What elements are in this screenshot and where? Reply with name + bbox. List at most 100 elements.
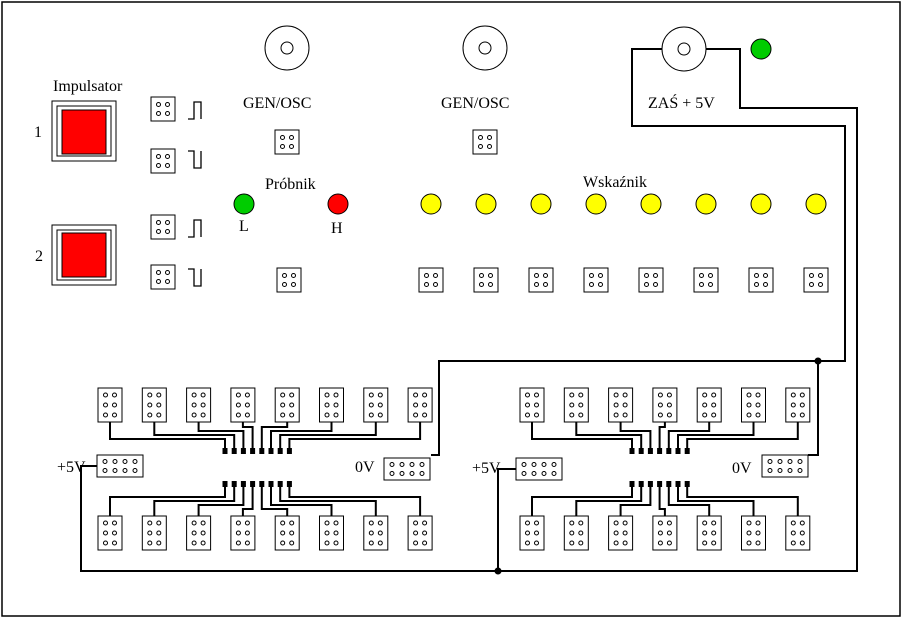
left-top-socket[interactable] [319, 387, 344, 423]
chip-pin [657, 448, 663, 454]
chip-pin [240, 481, 246, 487]
left-top-socket[interactable] [230, 387, 256, 423]
gen-osc-1-connector[interactable] [264, 25, 310, 71]
chip-wire [241, 484, 254, 516]
chip-pin [629, 448, 635, 454]
left-top-socket[interactable] [141, 387, 167, 423]
chip-wire [279, 422, 377, 451]
chip-wire [270, 422, 333, 451]
impulse-button-2[interactable] [51, 224, 117, 286]
chip-pin [684, 448, 690, 454]
power-connector[interactable] [661, 26, 707, 72]
indicator-socket[interactable] [693, 267, 719, 293]
left-top-socket[interactable] [407, 387, 433, 423]
chip-pin [629, 481, 635, 487]
chip-wire [619, 484, 652, 516]
indicator-socket[interactable] [418, 267, 444, 293]
right-plus5v-wire [497, 468, 516, 571]
right-bottom-socket[interactable] [741, 515, 766, 551]
right-0v-label: 0V [732, 460, 752, 477]
power-led [750, 38, 772, 60]
chip-pin [231, 448, 237, 454]
junction-node [494, 567, 502, 575]
indicator-led [695, 193, 717, 215]
left-bottom-socket[interactable] [141, 515, 167, 551]
left-top-socket[interactable] [186, 387, 212, 423]
probe-high-led [327, 193, 349, 215]
chip-pin [675, 448, 681, 454]
right-top-socket[interactable] [785, 387, 811, 423]
right-top-socket[interactable] [696, 387, 722, 423]
chip-wire [575, 484, 643, 516]
chip-wire [153, 484, 236, 516]
chip-wire [197, 422, 245, 451]
left-bottom-socket[interactable] [363, 515, 389, 551]
left-bottom-socket[interactable] [230, 515, 256, 551]
right-top-socket[interactable] [741, 387, 766, 423]
chip-wire [288, 422, 422, 451]
chip-pin [647, 481, 653, 487]
left-0v-socket[interactable] [383, 457, 431, 481]
chip-wire [667, 422, 711, 451]
left-top-socket[interactable] [363, 387, 389, 423]
right-top-socket[interactable] [519, 387, 545, 423]
probe-socket[interactable] [276, 267, 302, 293]
left-bottom-socket[interactable] [319, 515, 344, 551]
indicator-socket[interactable] [803, 267, 829, 293]
right-0v-wire [808, 361, 819, 456]
chip-wire [658, 484, 666, 516]
indicator-led [475, 193, 497, 215]
chip-pin [638, 481, 644, 487]
left-bottom-socket[interactable] [97, 515, 123, 551]
chip-pin [647, 448, 653, 454]
left-plus5v-socket[interactable] [96, 454, 144, 478]
left-top-socket[interactable] [274, 387, 300, 423]
right-chip-wires [531, 422, 799, 516]
left-top-socket[interactable] [97, 387, 123, 423]
indicator-socket[interactable] [473, 267, 499, 293]
impulse-2-positive-socket[interactable] [150, 214, 176, 240]
right-bottom-socket[interactable] [652, 515, 678, 551]
right-bottom-socket[interactable] [696, 515, 722, 551]
chip-pin [268, 481, 274, 487]
indicator-socket[interactable] [528, 267, 554, 293]
impulse-button-1[interactable] [51, 100, 117, 162]
chip-wire [109, 484, 226, 516]
right-bottom-socket[interactable] [563, 515, 589, 551]
left-chip-pins [222, 448, 292, 487]
impulse-1-negative-socket[interactable] [150, 148, 176, 174]
impulse-1-positive-socket[interactable] [150, 96, 176, 122]
gen-osc-1-socket[interactable] [274, 129, 300, 155]
power-label: ZAŚ + 5V [648, 93, 715, 112]
gen-osc-2-socket[interactable] [472, 129, 498, 155]
chip-wire [109, 422, 226, 451]
indicator-socket[interactable] [583, 267, 609, 293]
power-supply-wire [431, 48, 846, 456]
indicator-socket[interactable] [638, 267, 664, 293]
gen-osc-1-label: GEN/OSC [243, 95, 311, 112]
right-top-socket[interactable] [652, 387, 678, 423]
indicator-socket[interactable] [748, 267, 774, 293]
right-0v-socket[interactable] [761, 454, 809, 478]
right-bottom-socket[interactable] [785, 515, 811, 551]
right-top-socket[interactable] [563, 387, 589, 423]
left-bottom-socket[interactable] [274, 515, 300, 551]
right-plus5v-socket[interactable] [515, 457, 563, 481]
indicator-led [640, 193, 662, 215]
left-bottom-socket[interactable] [407, 515, 433, 551]
chip-wire [667, 484, 711, 516]
right-bottom-socket[interactable] [608, 515, 634, 551]
left-bottom-socket[interactable] [186, 515, 212, 551]
indicator-led [805, 193, 827, 215]
indicator-led [585, 193, 607, 215]
chip-wire [575, 422, 643, 451]
impulse-1-label: 1 [34, 124, 42, 141]
right-top-socket[interactable] [608, 387, 634, 423]
right-bottom-socket[interactable] [519, 515, 545, 551]
chip-pin [638, 448, 644, 454]
impulse-2-negative-socket[interactable] [150, 264, 176, 290]
gen-osc-2-connector[interactable] [462, 25, 508, 71]
chip-wire [619, 422, 652, 451]
indicator-led [420, 193, 442, 215]
